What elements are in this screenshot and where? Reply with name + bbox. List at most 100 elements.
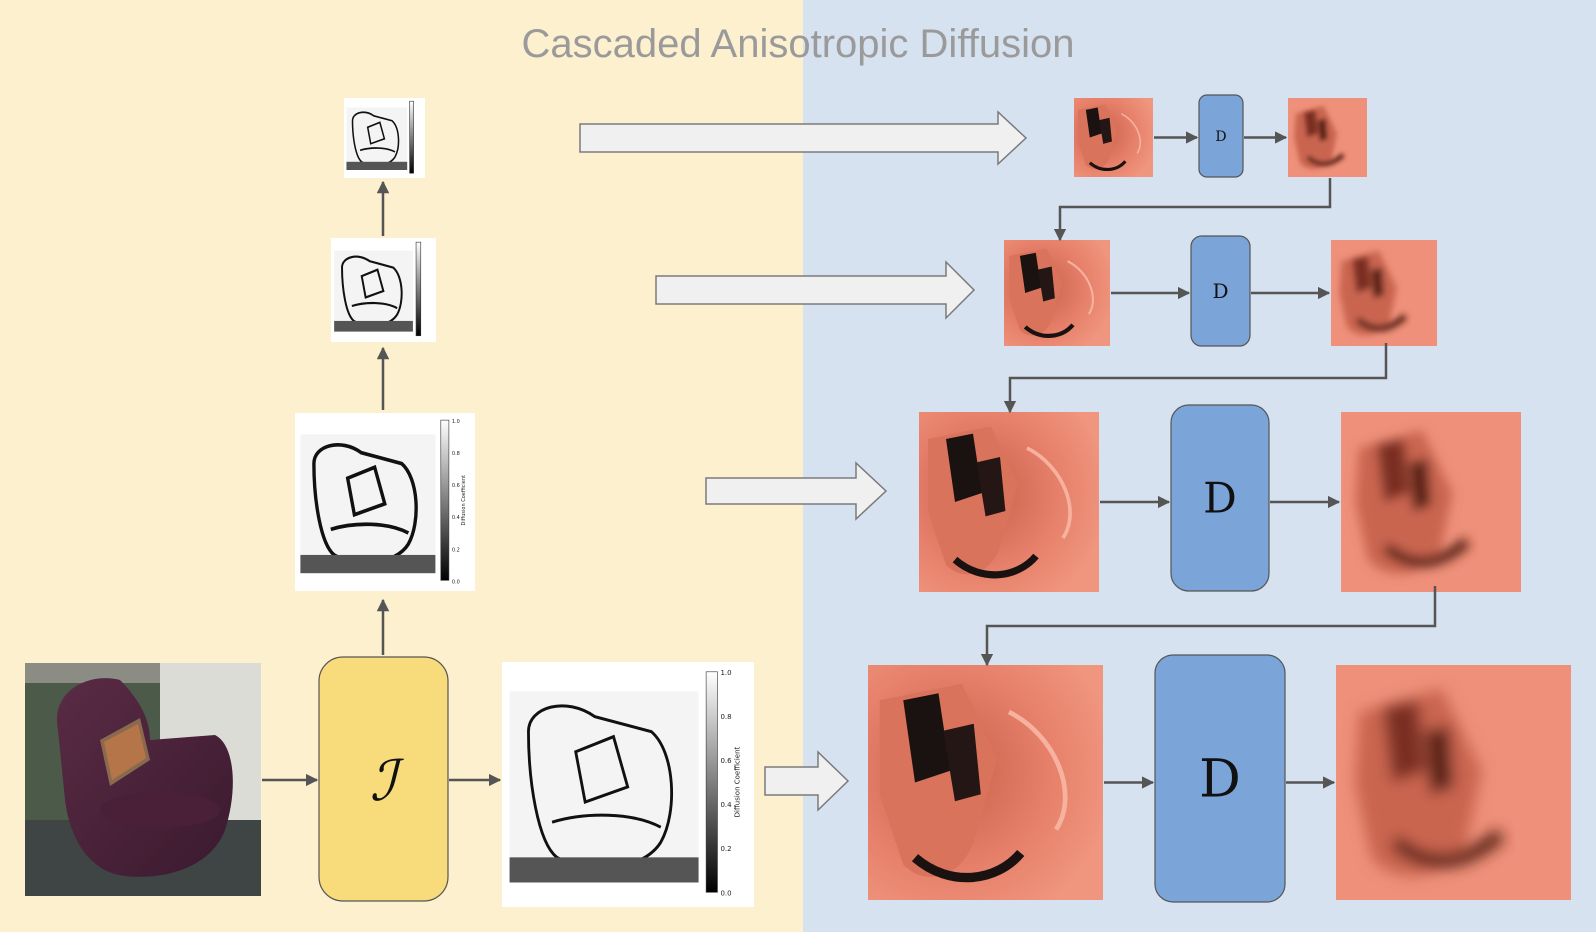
diffusion-map-level2 [331,238,436,342]
level1-decoder-symbol: D [1215,129,1226,145]
level1-dark-cushion [1099,117,1112,144]
diffusion-map-level3-tick-label: 0.6 [452,483,460,489]
diffusion-map-level4-colorbar [705,671,718,893]
diffusion-map-level2-floor [334,320,413,332]
level3-noisy-depth-shape [928,426,1072,579]
diffusion-map-level4-tick-label: 0.0 [720,889,731,897]
level3-decoder-block [1170,404,1270,592]
diffusion-map-level2-seat-line [351,301,398,310]
level2-noisy-depth-shape [1009,248,1094,338]
level1-noisy-depth [1074,98,1153,177]
level1-smooth-cushion [1318,118,1328,142]
level2-smooth-depth [1331,240,1437,346]
level1-smooth-depth-shape [1294,105,1345,170]
diffusion-map-level4-tick-label: 0.4 [720,801,732,809]
level2-decoder-block [1190,235,1251,347]
level4-smooth-depth-shape [1354,688,1506,877]
encoder-block [318,656,449,902]
diffusion-map-level3-seat-line [330,522,410,535]
level1-dark-back [1085,107,1102,138]
diffusion-map-level3-colorbar [440,419,450,581]
diffusion-map-level2-colorbar [415,241,422,337]
diffusion-map-level3-tick-label: 0.0 [452,579,460,585]
level2-edge-highlight [1067,260,1094,315]
diffusion-map-level4-tick-label: 0.6 [720,757,732,765]
diffusion-map-level4-chair-outline [527,704,674,870]
level2-noisy-depth [1004,240,1110,346]
level1-smooth-back [1303,109,1319,138]
level4-edge-highlight [1007,709,1068,831]
level1-smooth-base [1306,153,1345,167]
diffusion-map-level1-cushion-outline [366,121,386,145]
diffusion-map-level1-sketch [346,111,408,170]
wide-arrow-level3 [705,461,888,521]
level1-noisy-depth-shape [1077,104,1142,171]
diffusion-map-level4-cushion-outline [574,734,630,805]
diffusion-map-level4-tick-label: 0.2 [720,845,731,853]
level3-noisy-depth [919,412,1099,592]
connector-level3-to-level4 [980,586,1437,667]
level2-dark-base [1023,323,1075,338]
level1-smooth-depth [1288,98,1367,177]
connector-level1-to-level2 [1053,178,1332,242]
diffusion-map-level1-image [346,107,408,170]
diffusion-map-level1-chair-outline [351,111,400,167]
level3-smooth-depth [1341,412,1521,592]
level3-edge-highlight [1026,446,1072,539]
diffusion-map-level1 [344,98,425,178]
diffusion-map-level1-colorbar [409,100,414,174]
input-image [25,663,261,896]
level1-decoder-block [1198,94,1244,178]
level3-smooth-base [1382,537,1471,568]
diffusion-map-level4-sketch [509,704,699,883]
wide-arrow-level1 [579,110,1028,166]
level4-dark-base [911,849,1025,883]
level4-dark-cushion [943,723,981,802]
level2-smooth-cushion [1371,267,1384,299]
level2-dark-cushion [1037,266,1055,302]
diffusion-map-level4-tick-label: 0.8 [720,713,731,721]
diffusion-map-level2-image [334,250,413,332]
level2-smooth-back [1352,255,1372,293]
level2-dark-back [1019,252,1042,293]
diffusion-map-level3-image [300,434,436,574]
level4-smooth-depth [1336,665,1571,900]
level4-noisy-depth-shape [879,683,1068,883]
diffusion-map-level3-cushion-outline [345,464,387,518]
level2-smooth-depth-shape [1339,250,1408,336]
diffusion-map-level3-tick-label: 0.8 [452,451,460,457]
diffusion-map-level4-image [509,691,699,883]
level2-smooth-base [1355,313,1408,332]
diffusion-map-level3-tick-label: 0.4 [452,515,460,521]
diffusion-map-level2-sketch [334,255,413,332]
level4-dark-back [903,693,951,783]
level1-edge-highlight [1121,113,1142,154]
diffusion-map-level2-chair-outline [341,255,403,327]
level1-dark-base [1088,160,1127,171]
diagram-title: Cascaded Anisotropic Diffusion [521,22,1075,66]
diffusion-map-level3-tick-label: 1.0 [452,419,460,425]
level3-dark-back [946,433,982,502]
wide-arrow-level4 [764,750,850,812]
level3-smooth-back [1377,439,1410,502]
level3-decoder-symbol: D [1203,474,1237,523]
connector-level2-to-level3 [1003,343,1388,414]
level4-smooth-cushion [1425,726,1454,795]
diffusion-map-level4-seat-line [551,813,662,829]
diffusion-map-level3-sketch [300,443,436,574]
level3-dark-base [952,553,1039,579]
diffusion-map-level4-tick-label: 1.0 [720,669,731,677]
diffusion-map-level3-floor [300,554,436,574]
level4-smooth-back [1383,700,1426,783]
diffusion-map-level1-floor [346,161,408,170]
level4-smooth-base [1390,828,1506,868]
level3-smooth-depth-shape [1355,430,1471,574]
level2-decoder-symbol: D [1212,279,1228,303]
diffusion-map-level2-cushion-outline [360,268,385,299]
wide-arrow-level2 [655,260,976,320]
diffusion-map-level3-chair-outline [312,443,418,565]
